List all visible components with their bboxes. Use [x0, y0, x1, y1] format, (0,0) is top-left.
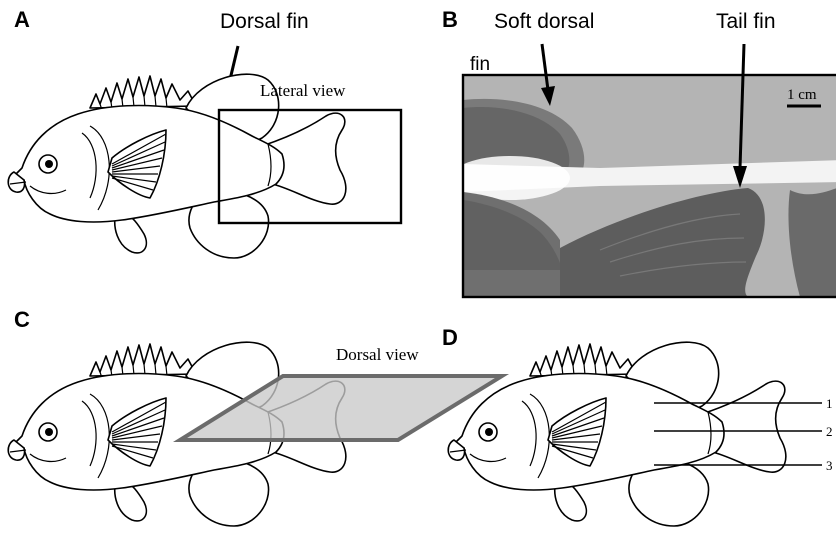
dorsal-view-label: Dorsal view	[336, 345, 419, 364]
panel-d: D 1 2 3	[442, 325, 833, 526]
soft-dorsal-label: Soft dorsal	[494, 10, 594, 33]
panel-b-letter: B	[442, 7, 458, 32]
scale-bar-label: 1 cm	[787, 87, 817, 103]
photo-frame: 1 cm	[450, 75, 836, 297]
panel-a: A Dorsal fin Lateral view	[8, 7, 401, 258]
panel-a-letter: A	[14, 7, 30, 32]
panel-c: C Dorsal view	[8, 307, 502, 526]
tail-fin-label: Tail fin	[716, 10, 776, 33]
fin-label: fin	[470, 54, 490, 75]
transect-label-3: 3	[826, 458, 833, 473]
fish-lateral	[8, 74, 346, 258]
panel-c-letter: C	[14, 307, 30, 332]
transect-label-2: 2	[826, 424, 833, 439]
lateral-view-label: Lateral view	[260, 81, 346, 100]
panel-d-letter: D	[442, 325, 458, 350]
transect-label-1: 1	[826, 396, 833, 411]
fish-transects	[448, 342, 786, 526]
panel-b: B Soft dorsal fin Tail fin 1 cm	[442, 7, 836, 297]
dorsal-fin-label: Dorsal fin	[220, 10, 309, 33]
